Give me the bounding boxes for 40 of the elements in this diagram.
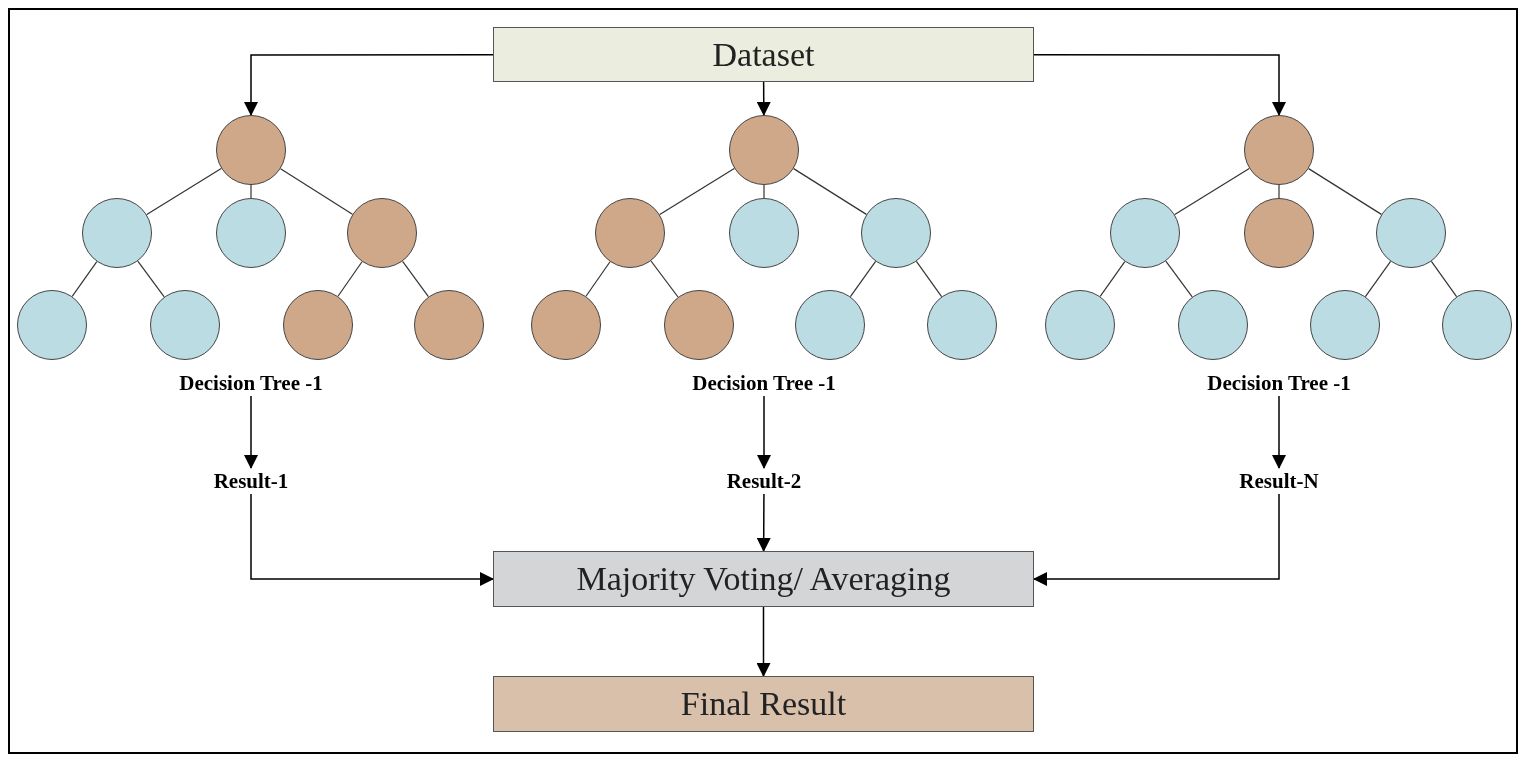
- tree-branch-line: [279, 168, 354, 215]
- arrow: [1272, 395, 1286, 469]
- tree-label: Decision Tree -1: [654, 370, 874, 396]
- process-box: Majority Voting/ Averaging: [493, 551, 1034, 607]
- tree-branch-line: [849, 260, 877, 298]
- tree-branch-line: [146, 167, 222, 216]
- arrow: [757, 395, 771, 469]
- tree-branch-line: [71, 261, 98, 297]
- tree-branch-line: [1165, 260, 1193, 298]
- arrow: [756, 81, 771, 116]
- tree-branch-line: [659, 167, 735, 216]
- tree-branch-line: [1174, 167, 1250, 216]
- arrow: [1033, 493, 1280, 586]
- tree-branch-line: [793, 168, 867, 215]
- tree-branch-line: [1430, 260, 1458, 298]
- arrow: [250, 493, 494, 586]
- process-box: Final Result: [493, 676, 1034, 732]
- result-label: Result-2: [694, 468, 834, 494]
- tree-branch-line: [402, 260, 429, 298]
- tree-branch-line: [137, 260, 165, 298]
- tree-branch-line: [763, 184, 765, 199]
- result-label: Result-1: [181, 468, 321, 494]
- arrow: [756, 493, 771, 552]
- process-box: Dataset: [493, 27, 1034, 82]
- tree-branch-line: [250, 184, 252, 199]
- tree-label: Decision Tree -1: [141, 370, 361, 396]
- tree-branch-line: [1099, 261, 1126, 297]
- tree-branch-line: [585, 261, 611, 297]
- arrow: [244, 54, 494, 116]
- arrow: [1033, 54, 1286, 116]
- tree-branch-line: [337, 261, 363, 297]
- tree-branch-line: [1364, 260, 1392, 298]
- tree-branch-line: [915, 260, 943, 298]
- tree-branch-line: [650, 260, 679, 298]
- arrow: [244, 395, 258, 469]
- arrow: [756, 606, 771, 677]
- tree-label: Decision Tree -1: [1169, 370, 1389, 396]
- result-label: Result-N: [1209, 468, 1349, 494]
- tree-branch-line: [1308, 168, 1382, 215]
- tree-branch-line: [1278, 184, 1280, 199]
